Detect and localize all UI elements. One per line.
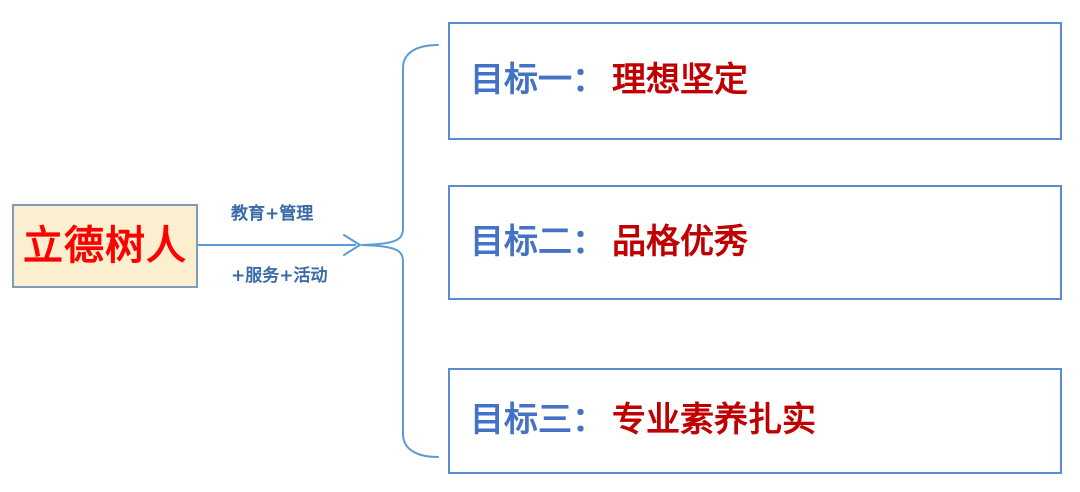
goal-prefix-1: 目标一： [470, 60, 606, 101]
edge-label-bottom: +服务+活动 [231, 266, 328, 286]
goal-text-1: 目标一：理想坚定 [450, 62, 748, 99]
goal-box-2[interactable]: 目标二：品格优秀 [448, 185, 1062, 300]
edge-label-top: 教育+管理 [231, 204, 314, 224]
source-node[interactable]: 立德树人 [12, 204, 198, 288]
arrowhead-icon [343, 234, 361, 256]
goal-value-2: 品格优秀 [612, 221, 748, 262]
goal-value-3: 专业素养扎实 [612, 400, 816, 441]
goal-box-1[interactable]: 目标一：理想坚定 [448, 22, 1062, 140]
goal-prefix-2: 目标二： [470, 221, 606, 262]
source-node-label: 立德树人 [23, 223, 187, 269]
brace-upper [361, 44, 439, 246]
goal-text-2: 目标二：品格优秀 [450, 221, 748, 262]
goal-text-3: 目标三：专业素养扎实 [450, 402, 816, 439]
goal-prefix-3: 目标三： [470, 400, 606, 441]
goal-box-3[interactable]: 目标三：专业素养扎实 [448, 368, 1062, 474]
goal-value-1: 理想坚定 [612, 60, 748, 101]
brace-lower [361, 244, 439, 458]
